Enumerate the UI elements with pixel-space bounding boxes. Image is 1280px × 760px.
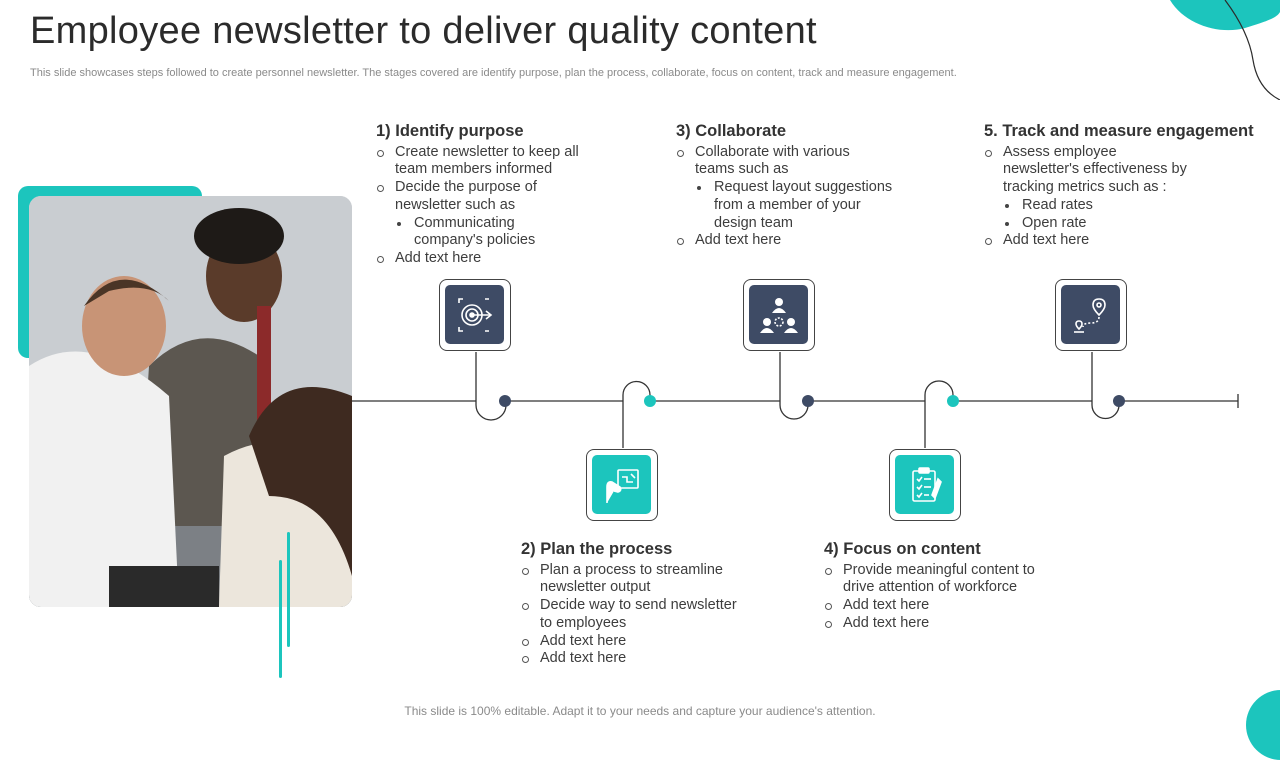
step-1: 1) Identify purpose Create newsletter to… — [376, 122, 596, 268]
page-title: Employee newsletter to deliver quality c… — [30, 10, 817, 52]
step-2-icon-frame — [586, 449, 658, 521]
planning-hand-icon — [605, 468, 639, 503]
list-item: Collaborate with various teams such as — [676, 144, 911, 179]
step-4-icon-frame — [889, 449, 961, 521]
step-3-icon-frame — [743, 279, 815, 351]
route-tracking-icon — [1073, 297, 1106, 333]
team-collaboration-icon — [759, 297, 798, 333]
step-5-icon-frame — [1055, 279, 1127, 351]
step-2: 2) Plan the process Plan a process to st… — [521, 540, 751, 668]
list-item: Assess employee newsletter's effectivene… — [984, 144, 1269, 197]
list-item: Add text here — [676, 232, 911, 250]
list-item: Add text here — [984, 232, 1269, 250]
list-item: Add text here — [376, 250, 596, 268]
list-item: Add text here — [824, 615, 1064, 633]
list-item: Provide meaningful content to drive atte… — [824, 562, 1064, 597]
list-item: Decide way to send newsletter to employe… — [521, 597, 751, 632]
list-item: Add text here — [521, 633, 751, 651]
timeline-node-5 — [1113, 395, 1125, 407]
list-item: Request layout suggestions from a member… — [676, 179, 911, 232]
team-photo — [29, 196, 352, 607]
list-item: Read rates — [984, 197, 1269, 215]
timeline-node-1 — [499, 395, 511, 407]
step-1-icon-frame — [439, 279, 511, 351]
list-item: Create newsletter to keep all team membe… — [376, 144, 596, 179]
timeline — [352, 352, 1239, 448]
list-item: Open rate — [984, 215, 1269, 233]
step-4: 4) Focus on content Provide meaningful c… — [824, 540, 1064, 633]
step-heading: 4) Focus on content — [824, 540, 981, 558]
page-subtitle: This slide showcases steps followed to c… — [30, 67, 957, 79]
clipboard-checklist-icon — [911, 466, 942, 502]
step-heading: 1) Identify purpose — [376, 122, 524, 140]
timeline-node-4 — [947, 395, 959, 407]
decorative-wave-shape — [1170, 0, 1280, 100]
list-item: Add text here — [824, 597, 1064, 615]
timeline-node-3 — [802, 395, 814, 407]
list-item: Add text here — [521, 650, 751, 668]
step-heading: 2) Plan the process — [521, 540, 673, 558]
timeline-node-2 — [644, 395, 656, 407]
footer-note: This slide is 100% editable. Adapt it to… — [404, 704, 876, 718]
list-item: Decide the purpose of newsletter such as — [376, 179, 596, 214]
step-heading: 3) Collaborate — [676, 122, 787, 140]
step-3: 3) Collaborate Collaborate with various … — [676, 122, 911, 250]
list-item: Plan a process to streamline newsletter … — [521, 562, 751, 597]
step-5: 5. Track and measure engagement Assess e… — [984, 122, 1269, 250]
accent-line-left — [279, 560, 282, 678]
list-item: Communicating company's policies — [376, 215, 596, 250]
target-icon — [457, 297, 492, 332]
step-heading: 5. Track and measure engagement — [984, 122, 1254, 140]
accent-line-right — [287, 532, 290, 647]
